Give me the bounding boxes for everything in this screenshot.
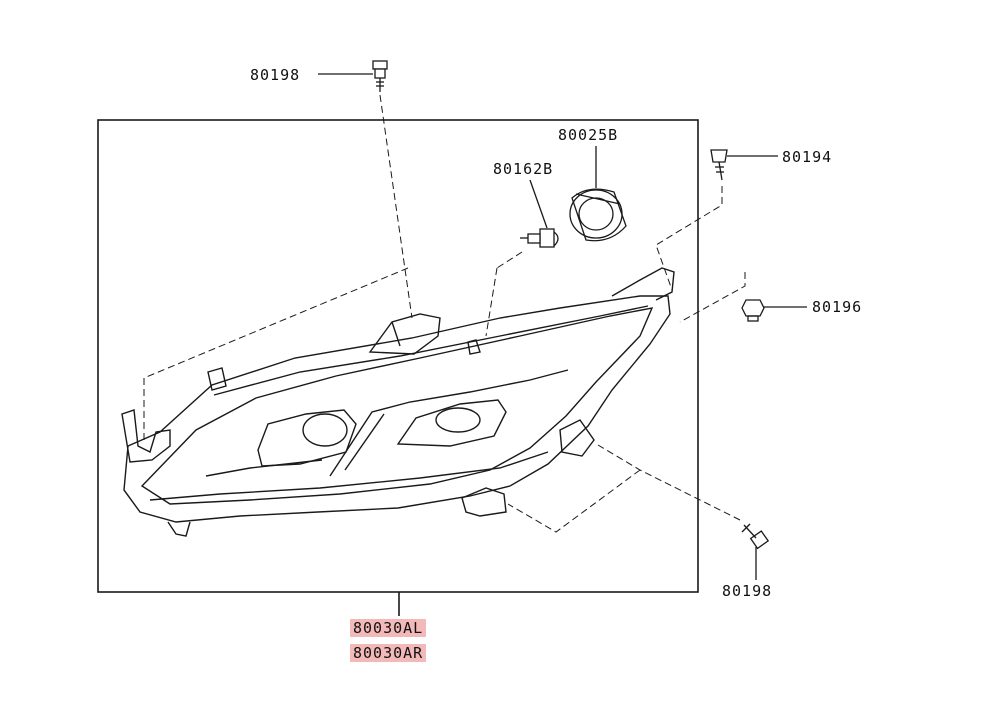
label-cap: 80025B	[558, 126, 619, 144]
bulb-leader	[529, 179, 548, 229]
bulb-dashed	[496, 251, 523, 269]
bolt-bottom-icon	[741, 523, 770, 550]
cap-icon	[569, 188, 627, 242]
bolt-top-dashed	[379, 94, 413, 319]
bulb-dashed-2	[485, 267, 498, 337]
label-bolt-bottom: 80198	[722, 582, 773, 600]
label-assembly-left: 80030AL	[350, 619, 427, 637]
screw-right-top-dashed	[655, 186, 723, 291]
label-nut-right: 80196	[812, 298, 863, 316]
bolt-bottom-dashed	[507, 444, 741, 533]
assembly-frame	[97, 119, 699, 593]
headlamp-housing	[121, 267, 675, 537]
label-bolt-top: 80198	[250, 66, 301, 84]
label-screw-right-top: 80194	[782, 148, 833, 166]
left-bracket-dashed	[143, 267, 409, 440]
screw-right-top-icon	[710, 149, 728, 181]
nut-right-dashed	[679, 272, 746, 323]
assembly-right-part-number: 80030AR	[350, 644, 427, 662]
bolt-top-icon	[372, 60, 388, 92]
bulb-icon	[520, 228, 559, 248]
assembly-left-part-number: 80030AL	[350, 619, 427, 637]
nut-right-icon	[741, 299, 765, 322]
label-bulb: 80162B	[493, 160, 554, 178]
label-assembly-right: 80030AR	[350, 644, 427, 662]
